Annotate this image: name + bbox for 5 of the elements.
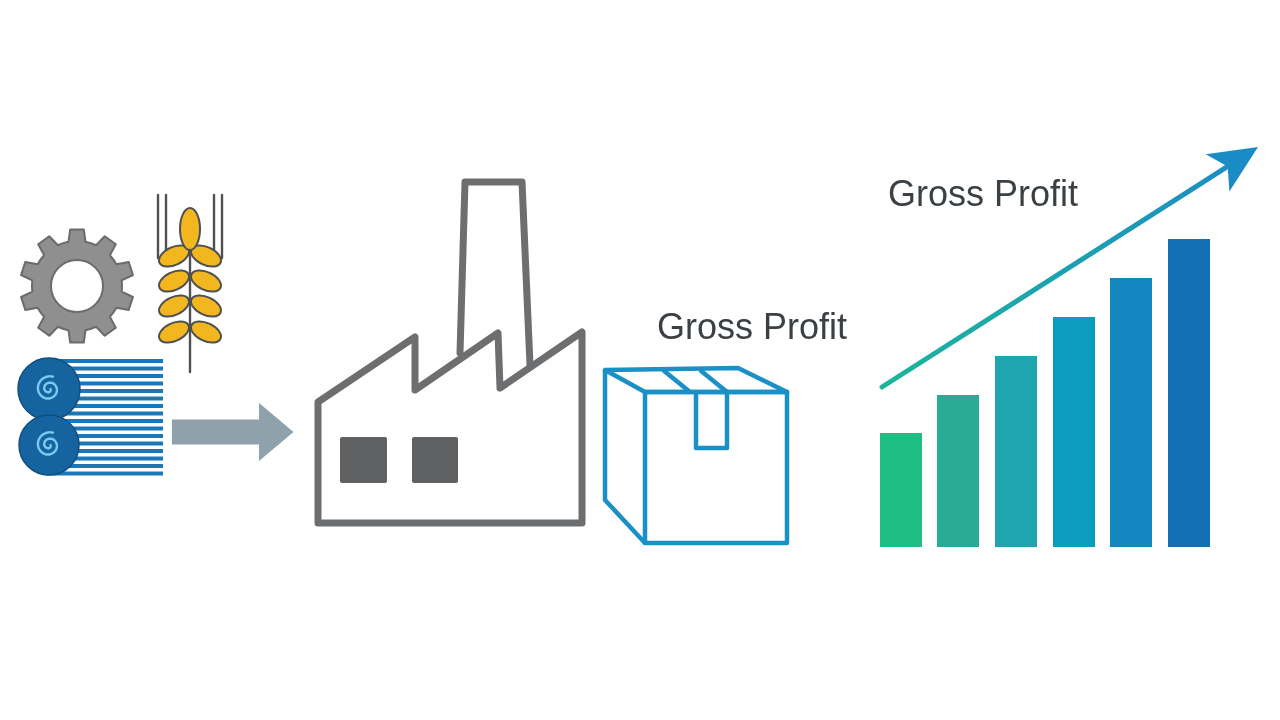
factory-illustration (312, 176, 588, 528)
profit-label: Gross Profit (657, 306, 848, 348)
block-arrow (172, 402, 294, 462)
profit-label: Gross Profit (888, 173, 1079, 215)
fabric-rolls-illustration (16, 357, 164, 477)
